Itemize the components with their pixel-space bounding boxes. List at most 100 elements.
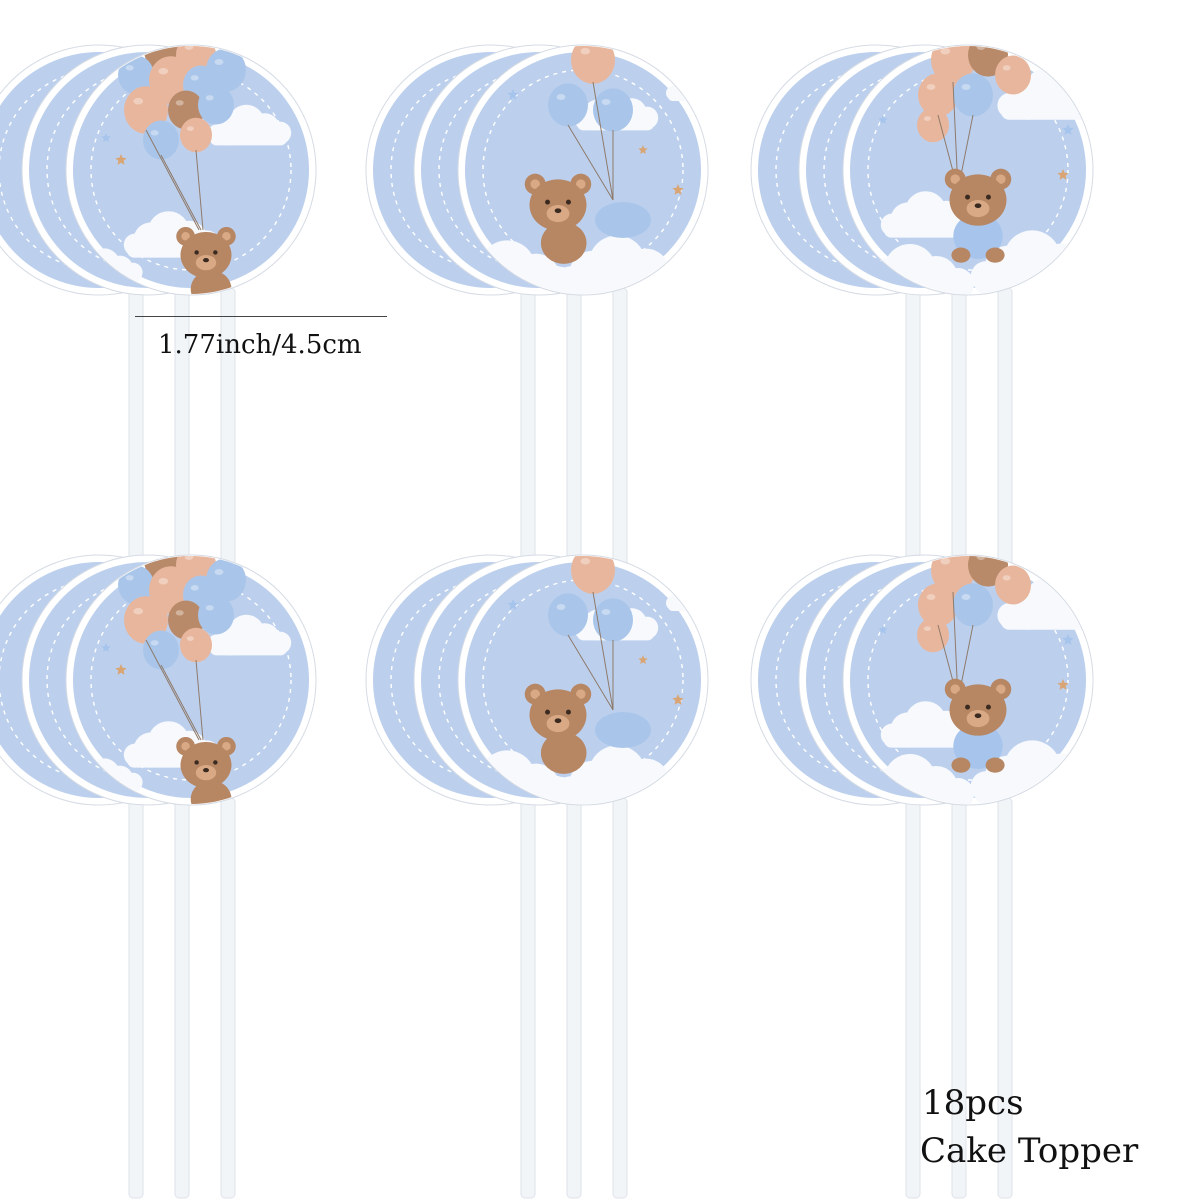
star [1062,634,1074,645]
stick [128,797,144,1199]
star [285,46,297,55]
bear-nose [554,208,562,214]
balloon [548,83,588,127]
bear-nose [554,718,562,724]
bear-nose [974,203,982,209]
bear-overalls [953,723,1003,769]
balloon [198,595,234,635]
star [672,694,684,705]
star [878,115,888,124]
topper-group-1 [0,44,317,689]
balloon [918,583,958,627]
piece-count-label: 18pcs [922,1083,1024,1123]
balloon [180,627,212,663]
balloon [918,73,958,117]
topper-group-4 [0,554,317,1199]
bear-eye [565,709,571,715]
balloon [206,558,246,602]
product-name-label: Cake Topper [920,1131,1139,1171]
bear [524,173,592,264]
balloon [206,48,246,92]
bear-eye [213,250,218,255]
bear [944,168,1012,263]
bear [524,683,592,774]
bear-nose [203,257,209,263]
bear-muzzle [966,710,990,728]
stick [220,797,236,1199]
bear-body [190,780,232,804]
bear-eye [965,704,971,710]
balloon [593,88,633,132]
topper-group-3 [750,44,1094,689]
cloud [880,701,977,748]
stick [905,797,921,1199]
stick [520,797,536,1199]
bear-eye [965,194,971,200]
star [638,145,648,154]
bear-eye [985,704,991,710]
bear-eye [194,250,199,255]
balloon [118,55,154,95]
blanket [595,202,651,238]
balloon-strings [145,129,204,231]
balloon [995,55,1031,95]
bear-muzzle [546,715,570,733]
star [1062,124,1074,135]
dimension-line [135,316,387,317]
bear-nose [974,713,982,719]
bear-eye [545,199,551,205]
bear-overalls [953,213,1003,259]
balloon-strings [567,81,614,201]
balloon [995,565,1031,605]
balloon [143,630,179,670]
topper-disc-front [842,554,1094,806]
balloon-strings [567,591,614,711]
topper-group-5 [365,554,709,1199]
balloon [180,117,212,153]
stick [566,797,582,1199]
bear-nose [203,767,209,773]
bear [176,736,236,804]
bear-muzzle [966,200,990,218]
balloon [143,120,179,160]
balloon [917,107,949,143]
bear-muzzle [195,765,217,781]
star [507,89,519,100]
bear-body [540,222,587,264]
balloon [118,565,154,605]
star [285,556,297,565]
cloud [207,614,292,656]
star [638,655,648,664]
bear-eye [545,709,551,715]
balloon-strings [145,639,204,741]
stick [612,797,628,1199]
star [296,90,306,99]
topper-disc-front [65,44,317,296]
bear [176,226,236,294]
bear-muzzle [546,205,570,223]
balloon [917,617,949,653]
star [101,133,111,142]
topper-disc-front [65,554,317,806]
balloon [953,73,993,117]
topper-disc-front [842,44,1094,296]
bear-eye [194,760,199,765]
star [1057,169,1069,180]
bear [944,678,1012,773]
balloon [953,583,993,627]
balloon [571,556,615,594]
star [115,664,127,675]
star [507,599,519,610]
topper-group-6 [750,554,1094,1199]
bear-eye [985,194,991,200]
star [101,643,111,652]
balloon [198,85,234,125]
star [1057,679,1069,690]
bear-muzzle [195,255,217,271]
bear-eye [213,760,218,765]
star [296,600,306,609]
star [878,625,888,634]
bear-body [190,270,232,294]
